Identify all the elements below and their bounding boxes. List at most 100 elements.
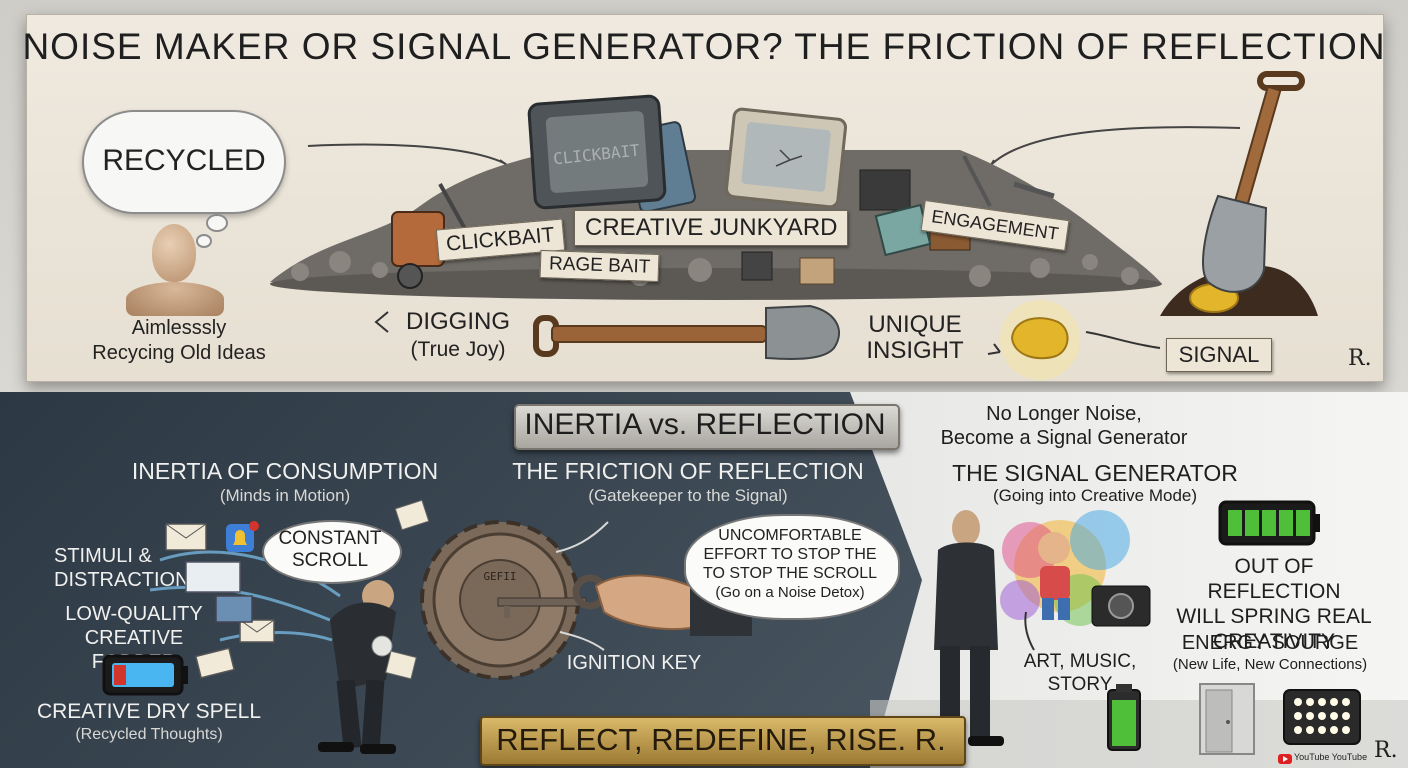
mannequin-icon [152, 224, 196, 282]
effort-bubble [684, 514, 900, 620]
stimuli-line1: STIMULI & [54, 545, 152, 567]
main-title: NOISE MAKER OR SIGNAL GENERATOR? THE FRI… [22, 26, 1386, 67]
battery-icon [102, 654, 188, 696]
arrow-to-gear [555, 521, 609, 553]
effort-line4: (Go on a Noise Detox) [715, 584, 865, 601]
energy-subtitle: (New Life, New Connections) [1172, 656, 1368, 673]
envelope-icon [239, 619, 275, 643]
art-caption: ART, MUSIC, STORY [1012, 650, 1148, 696]
browser-window-icon [185, 561, 241, 593]
crate-junk [799, 257, 835, 285]
constant-scroll-line2: SCROLL [291, 550, 369, 571]
battery-icon [1218, 500, 1320, 546]
generator-title: THE SIGNAL GENERATOR [952, 460, 1238, 486]
paper-scrap [385, 650, 417, 680]
door-icon [1199, 683, 1255, 755]
creativity-line1: OUT OF REFLECTION [1207, 555, 1341, 603]
bell-icon [226, 521, 259, 552]
footer-plate [480, 716, 966, 766]
gold-nugget-icon [1010, 317, 1069, 360]
camera-icon [1091, 585, 1151, 627]
fodder-line1: LOW-QUALITY [65, 603, 203, 625]
battery-icon [1107, 684, 1141, 751]
noise-line2: Become a Signal Generator [940, 427, 1188, 449]
signal-generator-man [928, 510, 1004, 746]
insight-line1: UNIQUE [868, 311, 962, 338]
thought-bubble [82, 110, 286, 214]
signal-label: SIGNAL [1166, 338, 1272, 372]
insight-line2: INSIGHT [866, 337, 964, 364]
effort-line1: UNCOMFORTABLE [718, 527, 862, 544]
crt-screen [545, 111, 649, 193]
tablet-icon [215, 595, 253, 623]
constant-scroll-bubble [262, 520, 402, 584]
effort-text: UNCOMFORTABLE EFFORT TO STOP THE TO STOP… [684, 526, 896, 602]
hammer-junk [962, 155, 992, 207]
arrow-to-insight [987, 343, 1001, 355]
digging-caption: DIGGING (True Joy) [388, 308, 528, 364]
digging-line1: DIGGING [405, 308, 510, 335]
energy-title: ENERGY SOURGE [1181, 632, 1359, 654]
label-creative-junkyard: CREATIVE JUNKYARD [574, 210, 849, 246]
shovel-blade [1202, 194, 1268, 293]
bottom-monogram: R. [1374, 738, 1398, 763]
stimuli-line2: DISTRACTIONS [54, 569, 203, 591]
arrow-from-shovel [987, 126, 1241, 169]
youtube-text: YouTube YouTube [1294, 752, 1368, 762]
wheel-junk [397, 263, 423, 289]
speaker-junk [859, 169, 911, 211]
screen-crack [775, 149, 803, 167]
insight-caption: UNIQUE INSIGHT [860, 312, 970, 364]
mannequin-shoulders [126, 282, 224, 316]
friction-title: THE FRICTION OF REFLECTION [512, 458, 864, 484]
dry-spell-subtitle: (Recycled Thoughts) [75, 726, 223, 743]
effort-line2: EFFORT TO STOP THE [703, 546, 877, 563]
arrow-to-key [559, 631, 605, 651]
thought-dot [206, 214, 228, 232]
top-monogram: R. [1348, 346, 1372, 371]
camera-junk [741, 251, 773, 281]
constant-scroll-line1: CONSTANT [278, 528, 382, 549]
rubble-ground [270, 268, 1162, 300]
arrow-left [374, 311, 389, 333]
creativity-line3: CREATIVITY [1212, 630, 1336, 653]
plate-inertia-vs-reflection [514, 404, 900, 450]
effort-line3: TO STOP THE SCROLL [703, 565, 877, 582]
dry-spell-title: CREATIVE DRY SPELL [36, 700, 262, 723]
aimless-caption-line1: Aimlesssly [131, 317, 227, 339]
noise-caption: No Longer Noise, Become a Signal Generat… [912, 402, 1216, 450]
gear-text: GEFII [483, 570, 516, 583]
plate-title: INERTIA vs. REFLECTION [524, 408, 886, 441]
constant-scroll-text: CONSTANT SCROLL [262, 528, 398, 572]
led-panel-icon [1283, 689, 1361, 745]
creativity-caption: OUT OF REFLECTION WILL SPRING REAL CREAT… [1166, 554, 1382, 654]
digging-line2: (True Joy) [410, 338, 506, 361]
envelope-icon [165, 523, 207, 551]
creativity-line2: WILL SPRING REAL [1176, 605, 1372, 628]
envelope-icon [194, 647, 236, 679]
art-line2: STORY [1047, 674, 1113, 695]
friction-subtitle: (Gatekeeper to the Signal) [588, 486, 788, 505]
shovel-handle-grip [1257, 71, 1305, 91]
thought-bubble-text: RECYCLED [102, 144, 266, 177]
aimless-caption-line2: Recycing Old Ideas [92, 342, 266, 364]
generator-subtitle: (Going into Creative Mode) [992, 486, 1198, 505]
thought-dot [196, 234, 212, 248]
stimuli-caption: STIMULI & DISTRACTIONS [54, 544, 203, 592]
shovel-blade [765, 304, 840, 360]
arrow-to-pile [307, 143, 507, 165]
art-line1: ART, MUSIC, [1023, 651, 1137, 672]
footer-plate-text: REFLECT, REDEFINE, RISE. R. [496, 722, 946, 757]
paper-scrap [394, 499, 430, 531]
slumped-man [318, 580, 396, 754]
noise-line1: No Longer Noise, [986, 403, 1142, 425]
tools-illustration [374, 71, 1318, 380]
inertia-title: INERTIA OF CONSUMPTION [131, 458, 439, 484]
ignition-key-label: IGNITION KEY [566, 652, 702, 674]
joyful-child-icon [1038, 532, 1070, 620]
hammer-junk [1013, 181, 1055, 199]
youtube-icon [1278, 754, 1292, 764]
arrow-to-child [1024, 611, 1035, 651]
aimless-caption: Aimlesssly Recycing Old Ideas [64, 316, 294, 366]
